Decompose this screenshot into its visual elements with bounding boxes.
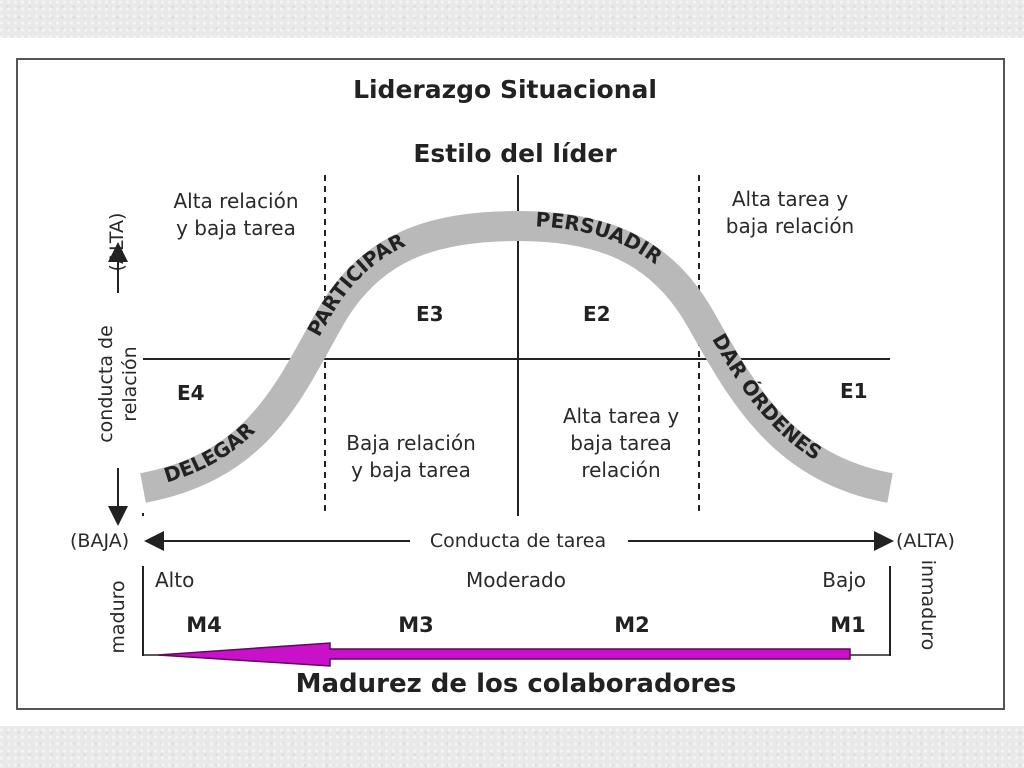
x-axis: (BAJA) Conducta de tarea (ALTA) [70,530,955,552]
code-e1: E1 [840,379,868,403]
maturity-panel: maduro inmaduro Alto Moderado Bajo M4 M3… [107,560,939,699]
y-axis-label-2: relación [119,346,141,421]
label-dar-ordenes: DAR ÓRDENES [707,329,826,465]
label-participar: PARTICIPAR [302,228,408,340]
maturity-high: Alto [155,568,194,592]
maturity-moderate: Moderado [466,568,566,592]
code-e2: E2 [583,302,611,326]
style-curve [140,210,893,503]
note-top-left-1: Alta relación [173,189,298,213]
code-e3: E3 [416,302,444,326]
note-bottom-left-1: Baja relación [346,431,476,455]
maturity-level-m3: M3 [398,613,434,637]
x-axis-label: Conducta de tarea [430,530,606,552]
quadrant-notes: Alta relación y baja tarea Alta tarea y … [173,187,854,482]
leadership-diagram: Liderazgo Situacional Estilo del líder D… [16,58,1005,710]
y-axis: (ALTA) conducta de relación [95,213,141,526]
outer-frame [16,58,1005,710]
maturity-caption: Madurez de los colaboradores [296,669,737,699]
note-bottom-right-3: relación [581,458,660,482]
note-top-left-2: y baja tarea [176,216,296,240]
maturity-low: Bajo [822,568,866,592]
note-bottom-right-2: baja tarea [570,431,672,455]
note-bottom-right-1: Alta tarea y [563,404,679,428]
maturity-level-m4: M4 [186,613,222,637]
note-top-right-2: baja relación [726,214,855,238]
note-top-right-1: Alta tarea y [732,187,848,211]
diagram-subtitle: Estilo del líder [413,139,617,168]
maturity-level-m1: M1 [830,613,866,637]
code-e4: E4 [177,381,205,405]
maturity-arrow [157,642,851,667]
diagram-title: Liderazgo Situacional [353,75,657,104]
slide: Liderazgo Situacional Estilo del líder D… [0,38,1024,726]
maturity-level-m2: M2 [614,613,650,637]
maturity-right-label: inmaduro [917,560,939,651]
maturity-left-label: maduro [107,580,129,653]
x-axis-low: (BAJA) [70,530,129,552]
y-axis-label-1: conducta de [95,325,117,443]
note-bottom-left-2: y baja tarea [351,458,471,482]
x-axis-high: (ALTA) [896,530,955,552]
